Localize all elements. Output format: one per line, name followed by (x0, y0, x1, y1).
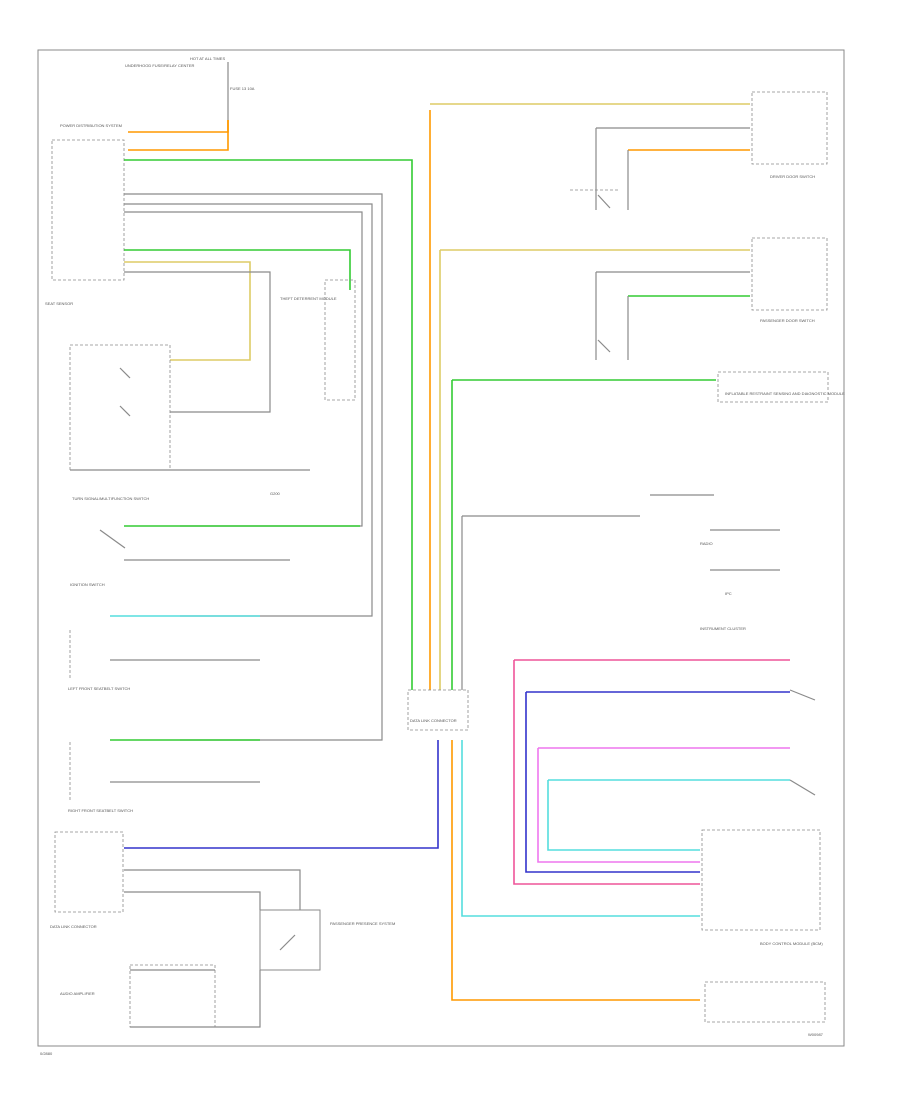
rf-seatbelt-label: RIGHT FRONT SEATBELT SWITCH (68, 808, 133, 813)
central-connector (407, 689, 469, 731)
wire-cyan-bottom (461, 740, 700, 917)
power-dist-label: POWER DISTRIBUTION SYSTEM (60, 123, 122, 128)
wire-blue-dlc (124, 740, 439, 849)
wire-orange-fuse (128, 120, 229, 133)
audio-bottom (130, 970, 261, 1028)
bottom-right-outline (704, 981, 826, 1023)
theft-switch (279, 934, 296, 951)
wire-gray-short (124, 271, 271, 413)
dlc-outline (54, 831, 124, 913)
figure-ref: W00987 (808, 1032, 824, 1037)
wire-gray-bus-1 (124, 193, 383, 741)
wire-pink-ic-drop (513, 660, 700, 885)
switch-1 (119, 367, 131, 379)
pd-switch (597, 339, 611, 353)
hot-at-all-times-label: HOT AT ALL TIMES (190, 56, 225, 61)
theft-box (259, 909, 321, 971)
radio-label: RADIO (700, 541, 713, 546)
passenger-door-outline (751, 237, 828, 311)
seat-sensor-outline (69, 344, 171, 471)
seat-sensor-label: SEAT SENSOR (45, 301, 73, 306)
page-code: 0/2880 (40, 1051, 53, 1056)
driver-door-outline (751, 91, 828, 165)
wire-cyan-ic-drop (547, 780, 700, 851)
relay-outline (324, 279, 356, 401)
lf-seatbelt-label: LEFT FRONT SEATBELT SWITCH (68, 686, 130, 691)
wire-dlc-gray-2 (124, 891, 261, 910)
irs-label: INFLATABLE RESTRAINT SENSING AND DIAGNOS… (725, 391, 845, 396)
wire-orange-bottom (451, 740, 700, 1001)
irs-outline (717, 371, 829, 403)
ic-outline (701, 829, 821, 931)
audio-label: AUDIO AMPLIFIER (60, 991, 95, 996)
ground-label: G200 (270, 491, 281, 496)
ignition-label: IGNITION SWITCH (70, 582, 105, 587)
bottom-right-label: BODY CONTROL MODULE (BCM) (760, 941, 823, 946)
wire-green-serial-bcm (124, 159, 413, 690)
wire-green-short (124, 249, 351, 290)
passenger-door-label: PASSENGER DOOR SWITCH (760, 318, 815, 323)
wire-magenta-ic-drop (537, 748, 700, 863)
turn-switch (99, 529, 126, 549)
driver-door-label: DRIVER DOOR SWITCH (770, 174, 815, 179)
ic-switch-2 (789, 779, 816, 796)
switch-2 (119, 405, 131, 417)
wire-gray-bus-2 (124, 203, 373, 617)
wire-yellow-short (124, 261, 251, 361)
wire-orange-fuse-2 (128, 120, 229, 151)
diagram-frame (37, 49, 845, 1047)
central-connector-label: DATA LINK CONNECTOR (410, 718, 457, 723)
turn-signal-label: TURN SIGNAL/MULTIFUNCTION SWITCH (72, 496, 149, 501)
wire-gray-bus-3 (124, 211, 363, 527)
instrument-cluster-label: INSTRUMENT CLUSTER (700, 626, 746, 631)
dd-switch (597, 194, 611, 209)
dlc-label: DATA LINK CONNECTOR (50, 924, 97, 929)
wire-dlc-gray (124, 869, 301, 910)
underhood-fuse-label: UNDERHOOD FUSE/RELAY CENTER (125, 63, 195, 68)
audio-outline (129, 964, 216, 1028)
fuse-top-label: FUSE 13 10A (230, 86, 255, 91)
ic-switch-1 (789, 689, 816, 701)
wire-blue-ic-drop (525, 692, 700, 873)
bcm-outline (51, 139, 125, 281)
ipc-label: IPC (725, 591, 732, 596)
theft-label: PASSENGER PRESENCE SYSTEM (330, 921, 395, 926)
relay-label: THEFT DETERRENT MODULE (280, 296, 337, 301)
